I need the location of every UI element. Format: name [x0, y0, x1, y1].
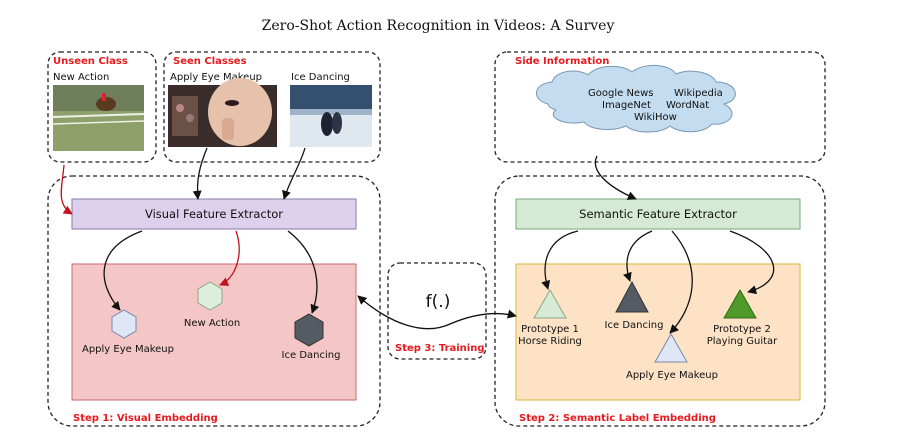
step-1-label: Step 1: Visual Embedding — [73, 413, 218, 424]
arrow-unseen-to-extractor — [60, 164, 73, 215]
training-mapping-arrow — [357, 295, 517, 330]
side-information-heading: Side Information — [515, 56, 609, 67]
visual-node-new-action — [197, 281, 223, 311]
visual-node-ice-dancing — [294, 313, 324, 347]
arrow-semantic-to-prototype-2 — [729, 230, 775, 295]
source-imagenet: ImageNet — [602, 100, 651, 111]
step-2-label: Step 2: Semantic Label Embedding — [519, 413, 716, 424]
arrow-visual-to-ice — [287, 230, 320, 314]
source-wikihow: WikiHow — [634, 112, 677, 123]
arrow-visual-to-new-action — [219, 230, 240, 286]
mapping-function: f(.) — [426, 292, 451, 312]
arrow-makeup-to-extractor — [192, 147, 208, 200]
side-information-cloud — [536, 65, 736, 133]
prototype-1-class: Horse Riding — [518, 336, 582, 347]
seen-class-label-makeup: Apply Eye Makeup — [170, 72, 262, 83]
visual-node-apply-eye-makeup — [111, 309, 137, 339]
arrow-semantic-to-prototype-1 — [541, 230, 579, 290]
arrow-side-to-extractor — [594, 155, 637, 200]
seen-class-label-ice: Ice Dancing — [291, 72, 350, 83]
visual-node-label-new-action: New Action — [184, 318, 240, 329]
prototype-2-label: Prototype 2 — [713, 324, 771, 335]
source-wordnat: WordNat — [666, 100, 709, 111]
visual-node-label-ice-dancing: Ice Dancing — [282, 350, 341, 361]
unseen-class-heading: Unseen Class — [53, 56, 128, 67]
arrow-visual-to-makeup — [103, 230, 143, 311]
semantic-embedding-group — [494, 175, 826, 427]
semantic-node-ice-dancing — [615, 280, 649, 313]
step-3-label: Step 3: Training — [395, 343, 485, 354]
seen-classes-group — [163, 51, 381, 163]
source-wikipedia: Wikipedia — [674, 88, 723, 99]
source-google-news: Google News — [588, 88, 653, 99]
arrow-semantic-to-makeup — [669, 230, 693, 334]
unseen-class-label: New Action — [53, 72, 109, 83]
seen-classes-heading: Seen Classes — [173, 56, 247, 67]
semantic-node-label-apply-eye-makeup: Apply Eye Makeup — [626, 370, 718, 381]
semantic-feature-extractor-label: Semantic Feature Extractor — [579, 207, 737, 221]
prototype-1-label: Prototype 1 — [521, 324, 579, 335]
page-title: Zero-Shot Action Recognition in Videos: … — [262, 18, 615, 34]
apply-eye-makeup-thumbnail — [168, 78, 277, 147]
semantic-node-label-ice-dancing: Ice Dancing — [605, 320, 664, 331]
new-action-thumbnail — [52, 85, 145, 151]
arrow-semantic-to-ice — [623, 230, 653, 282]
unseen-class-group — [47, 51, 157, 163]
semantic-node-prototype-2 — [723, 288, 757, 319]
visual-feature-extractor-label: Visual Feature Extractor — [145, 207, 283, 221]
arrow-ice-to-extractor — [282, 147, 306, 200]
prototype-2-class: Playing Guitar — [707, 336, 778, 347]
semantic-embedding-space — [515, 263, 801, 401]
semantic-node-prototype-1 — [533, 288, 567, 319]
side-information-group — [494, 51, 826, 163]
visual-feature-extractor — [71, 198, 357, 230]
semantic-feature-extractor — [515, 198, 801, 230]
visual-node-label-apply-eye-makeup: Apply Eye Makeup — [82, 344, 174, 355]
semantic-node-apply-eye-makeup — [654, 332, 688, 363]
ice-dancing-thumbnail — [290, 85, 372, 147]
